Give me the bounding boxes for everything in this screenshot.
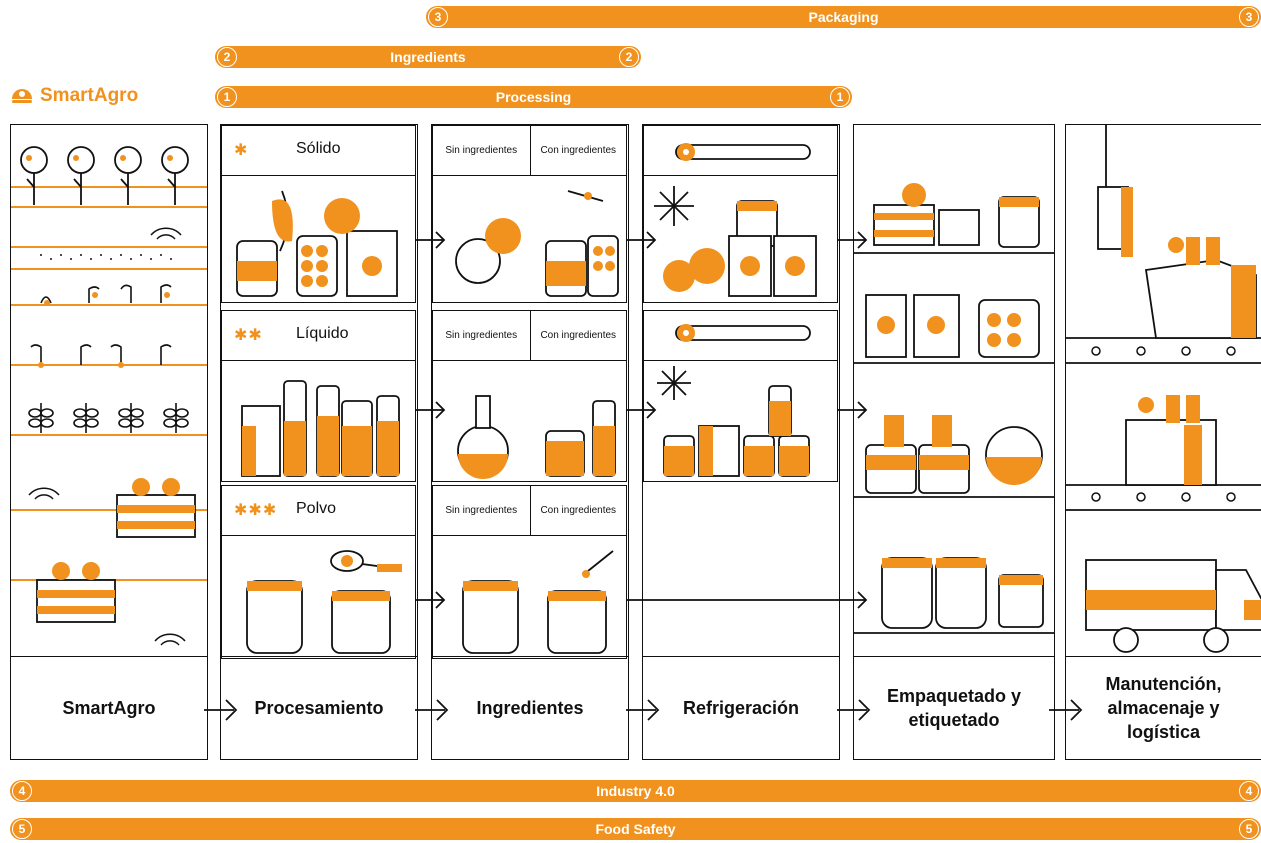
powder-products-illustration	[246, 550, 402, 654]
stage-label-processing: Procesamiento	[221, 656, 417, 759]
food-safety-label: Food Safety	[595, 821, 676, 837]
liquid-ingredients-illustration	[457, 395, 616, 479]
ingredients-liquid: Sin ingredientes Con ingredientes	[432, 310, 627, 482]
solid-with-ingredients: Con ingredientes	[529, 126, 627, 176]
powder-without-ingredients: Sin ingredientes	[445, 505, 518, 516]
stage-label-ingredients: Ingredientes	[432, 656, 628, 759]
industry-number-right: 4	[1239, 781, 1259, 801]
stage-label-smartagro: SmartAgro	[11, 656, 207, 759]
farm-illustration	[11, 146, 207, 646]
refrigeration-solid	[643, 125, 838, 303]
logistics-illustration	[1066, 125, 1261, 653]
ingredients-number-left: 2	[217, 47, 237, 67]
refrigerated-liquid-illustration	[657, 366, 810, 477]
stage-refrigeration: Refrigeración	[642, 124, 840, 760]
industry-label: Industry 4.0	[596, 783, 675, 799]
stage-logistics: Manutención, almacenaje y logística	[1065, 124, 1261, 760]
liquid-products-illustration	[241, 380, 400, 477]
solid-ingredients-illustration	[455, 190, 619, 297]
liquid-stars: ✱✱	[234, 327, 263, 344]
packaging-shelves-illustration	[854, 183, 1054, 634]
packaging-number-right: 3	[1239, 7, 1259, 27]
stage-packaging: Empaquetado y etiquetado	[853, 124, 1055, 760]
processing-bar: 1 Processing 1	[215, 86, 852, 108]
food-safety-number-right: 5	[1239, 819, 1259, 839]
powder-label: Polvo	[296, 500, 337, 517]
logo-text: SmartAgro	[40, 85, 139, 106]
ingredients-number-right: 2	[619, 47, 639, 67]
stage-label-logistics: Manutención, almacenaje y logística	[1066, 656, 1261, 759]
liquid-label: Líquido	[296, 325, 349, 342]
stage-label-packaging: Empaquetado y etiquetado	[854, 656, 1054, 759]
ingredients-bar: 2 Ingredients 2	[215, 46, 641, 68]
powder-stars: ✱✱✱	[234, 502, 278, 519]
stage-label-refrigeration: Refrigeración	[643, 656, 839, 759]
processing-number-right: 1	[830, 87, 850, 107]
food-safety-number-left: 5	[12, 819, 32, 839]
ingredients-label: Ingredients	[390, 49, 466, 65]
solid-label: Sólido	[296, 140, 341, 157]
thermometer-icon	[675, 324, 811, 342]
refrigeration-liquid	[643, 310, 838, 482]
liquid-with-ingredients: Con ingredientes	[529, 311, 627, 361]
stage-ingredients: Sin ingredientes Con ingredientes Sin in…	[431, 124, 629, 760]
processing-number-left: 1	[217, 87, 237, 107]
packaging-bar: 3 Packaging 3	[426, 6, 1261, 28]
liquid-without-ingredients: Sin ingredientes	[445, 330, 518, 341]
smartagro-logo: SmartAgro	[10, 84, 138, 108]
thermometer-icon	[675, 143, 811, 161]
solid-stars: ✱	[234, 142, 249, 159]
refrigerated-solid-illustration	[654, 186, 817, 297]
state-powder: ✱✱✱ Polvo	[221, 485, 416, 659]
powder-with-ingredients: Con ingredientes	[529, 486, 627, 536]
industry-bar: 4 Industry 4.0 4	[10, 780, 1261, 802]
solid-without-ingredients: Sin ingredientes	[445, 145, 518, 156]
processing-label: Processing	[495, 89, 572, 105]
snowflake-icon	[654, 186, 694, 226]
packaging-number-left: 3	[428, 7, 448, 27]
solid-products-illustration	[236, 190, 398, 297]
stage-smartagro: SmartAgro	[10, 124, 208, 760]
ingredients-solid: Sin ingredientes Con ingredientes	[432, 125, 627, 303]
industry-number-left: 4	[12, 781, 32, 801]
packaging-label: Packaging	[808, 9, 879, 25]
powder-ingredients-illustration	[462, 550, 614, 654]
smartagro-logo-icon	[12, 89, 32, 103]
state-solid: ✱ Sólido	[221, 125, 416, 303]
stage-processing: ✱ Sólido ✱✱ Líquido	[220, 124, 418, 760]
state-liquid: ✱✱ Líquido	[221, 310, 416, 482]
ingredients-powder: Sin ingredientes Con ingredientes	[432, 485, 627, 659]
food-safety-bar: 5 Food Safety 5	[10, 818, 1261, 840]
